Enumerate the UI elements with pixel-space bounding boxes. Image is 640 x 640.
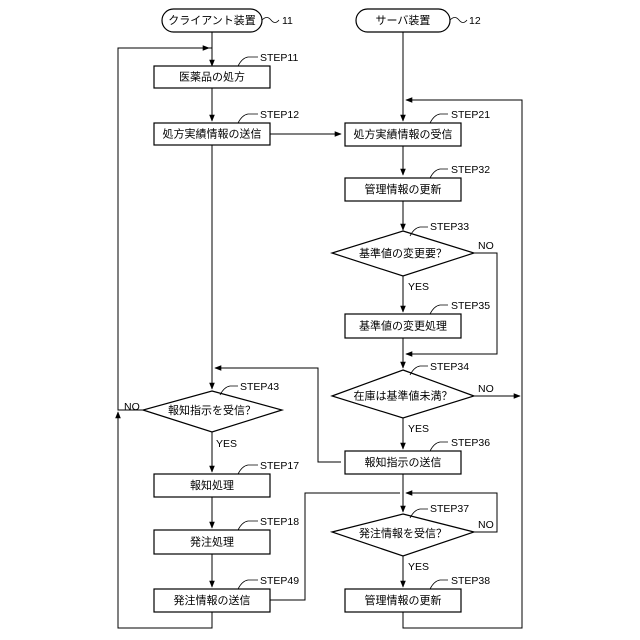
step34-id: STEP34 bbox=[430, 361, 469, 373]
step11-box: 医薬品の処方 bbox=[154, 66, 270, 88]
step34-yes-label: YES bbox=[408, 423, 429, 435]
step38-box: 管理情報の更新 bbox=[345, 589, 461, 612]
leader-step17 bbox=[238, 465, 258, 474]
step37-no-label: NO bbox=[478, 519, 494, 531]
leader-step11 bbox=[238, 57, 258, 66]
step35-label: 基準値の変更処理 bbox=[359, 319, 447, 333]
ref-12: 12 bbox=[469, 15, 481, 27]
step18-box: 発注処理 bbox=[154, 530, 270, 554]
edge-step43-no-loop bbox=[118, 48, 212, 410]
step17-label: 報知処理 bbox=[190, 478, 234, 492]
step38-id: STEP38 bbox=[451, 575, 490, 587]
step34-no-label: NO bbox=[478, 383, 494, 395]
step32-id: STEP32 bbox=[451, 164, 490, 176]
step43-id: STEP43 bbox=[240, 381, 279, 393]
step43-label: 報知指示を受信？ bbox=[168, 403, 256, 417]
step43-no-label: NO bbox=[124, 401, 140, 413]
ref-leader-11 bbox=[262, 18, 279, 23]
terminal-client-label: クライアント装置 bbox=[168, 14, 256, 27]
step36-id: STEP36 bbox=[451, 437, 490, 449]
step35-id: STEP35 bbox=[451, 300, 490, 312]
step17-id: STEP17 bbox=[260, 460, 299, 472]
leader-step21 bbox=[430, 114, 448, 123]
step43-diamond: 報知指示を受信？ bbox=[143, 391, 282, 432]
step33-diamond: 基準値の変更要？ bbox=[332, 231, 474, 276]
step37-yes-label: YES bbox=[408, 561, 429, 573]
step36-label: 報知指示の送信 bbox=[365, 455, 442, 469]
step49-box: 発注情報の送信 bbox=[154, 589, 270, 612]
step34-diamond: 在庫は基準値未満？ bbox=[332, 370, 474, 418]
step12-label: 処方実績情報の送信 bbox=[163, 127, 262, 141]
step35-box: 基準値の変更処理 bbox=[345, 314, 461, 338]
ref-leader-12 bbox=[450, 18, 467, 23]
step11-label: 医薬品の処方 bbox=[179, 70, 245, 84]
terminal-client: クライアント装置 bbox=[162, 9, 262, 32]
leader-step32 bbox=[430, 169, 448, 178]
step37-id: STEP37 bbox=[430, 503, 469, 515]
step11-id: STEP11 bbox=[260, 52, 298, 64]
leader-step36 bbox=[430, 442, 448, 451]
step36-box: 報知指示の送信 bbox=[345, 451, 461, 474]
step21-box: 処方実績情報の受信 bbox=[345, 123, 461, 146]
step49-label: 発注情報の送信 bbox=[174, 593, 251, 607]
step33-id: STEP33 bbox=[430, 221, 469, 233]
step33-label: 基準値の変更要？ bbox=[359, 246, 447, 260]
step37-label: 発注情報を受信？ bbox=[359, 526, 447, 540]
step37-diamond: 発注情報を受信？ bbox=[332, 514, 474, 556]
ref-11: 11 bbox=[282, 15, 293, 27]
leader-step18 bbox=[238, 521, 258, 530]
step38-label: 管理情報の更新 bbox=[365, 593, 442, 607]
terminal-server-label: サーバ装置 bbox=[376, 14, 431, 27]
terminal-server: サーバ装置 bbox=[356, 9, 450, 32]
step12-box: 処方実績情報の送信 bbox=[154, 123, 270, 145]
step12-id: STEP12 bbox=[260, 109, 299, 121]
step33-yes-label: YES bbox=[408, 281, 429, 293]
leader-step49 bbox=[238, 580, 258, 589]
leader-step35 bbox=[430, 305, 448, 314]
step21-label: 処方実績情報の受信 bbox=[354, 127, 453, 141]
step32-label: 管理情報の更新 bbox=[365, 182, 442, 196]
leader-step12 bbox=[238, 114, 258, 123]
leader-step38 bbox=[430, 580, 448, 589]
step18-label: 発注処理 bbox=[190, 535, 234, 549]
step49-id: STEP49 bbox=[260, 575, 299, 587]
step18-id: STEP18 bbox=[260, 516, 299, 528]
step17-box: 報知処理 bbox=[154, 474, 270, 497]
step21-id: STEP21 bbox=[451, 109, 490, 121]
step33-no-label: NO bbox=[478, 240, 494, 252]
step32-box: 管理情報の更新 bbox=[345, 178, 461, 201]
step43-yes-label: YES bbox=[216, 438, 237, 450]
step34-label: 在庫は基準値未満？ bbox=[354, 389, 453, 403]
